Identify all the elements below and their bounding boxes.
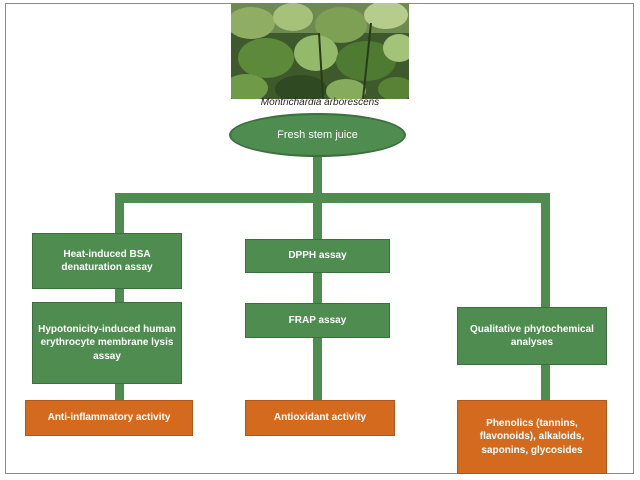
middle-outcome-label: Antioxidant activity xyxy=(273,412,367,424)
connector-middle-2-3 xyxy=(313,338,322,402)
left-assay-2-box: Hypotonicity-induced human erythrocyte m… xyxy=(32,302,182,384)
connector-left-drop xyxy=(115,193,124,235)
middle-assay-1-label: DPPH assay xyxy=(288,250,347,262)
right-assay-1-label: Qualitative phytochemical analyses xyxy=(470,323,594,349)
left-outcome-label: Anti-inflammatory activity xyxy=(47,412,171,424)
connector-right-1-2 xyxy=(541,365,550,401)
species-caption: Montrichardia arborescens xyxy=(260,97,380,108)
connector-left-1-2 xyxy=(115,289,124,303)
connector-left-2-3 xyxy=(115,383,124,401)
right-outcome-box: Phenolics (tannins, flavonoids), alkaloi… xyxy=(457,400,607,474)
middle-assay-2-box: FRAP assay xyxy=(245,303,390,338)
left-assay-2-label: Hypotonicity-induced human erythrocyte m… xyxy=(38,323,176,362)
right-outcome-label: Phenolics (tannins, flavonoids), alkaloi… xyxy=(479,417,585,456)
connector-horizontal xyxy=(115,193,550,203)
middle-assay-2-label: FRAP assay xyxy=(288,314,347,326)
left-outcome-box: Anti-inflammatory activity xyxy=(25,400,193,436)
root-label: Fresh stem juice xyxy=(277,129,358,141)
connector-middle-1-2 xyxy=(313,273,322,303)
connector-middle-drop xyxy=(313,193,322,241)
connector-right-drop xyxy=(541,193,550,308)
root-node: Fresh stem juice xyxy=(229,113,406,157)
plant-photo xyxy=(231,3,409,99)
connector-root-stem xyxy=(313,155,322,197)
middle-outcome-box: Antioxidant activity xyxy=(245,400,395,436)
middle-assay-1-box: DPPH assay xyxy=(245,239,390,273)
right-assay-1-box: Qualitative phytochemical analyses xyxy=(457,307,607,365)
left-assay-1-box: Heat-induced BSA denaturation assay xyxy=(32,233,182,289)
left-assay-1-label: Heat-induced BSA denaturation assay xyxy=(61,248,153,274)
